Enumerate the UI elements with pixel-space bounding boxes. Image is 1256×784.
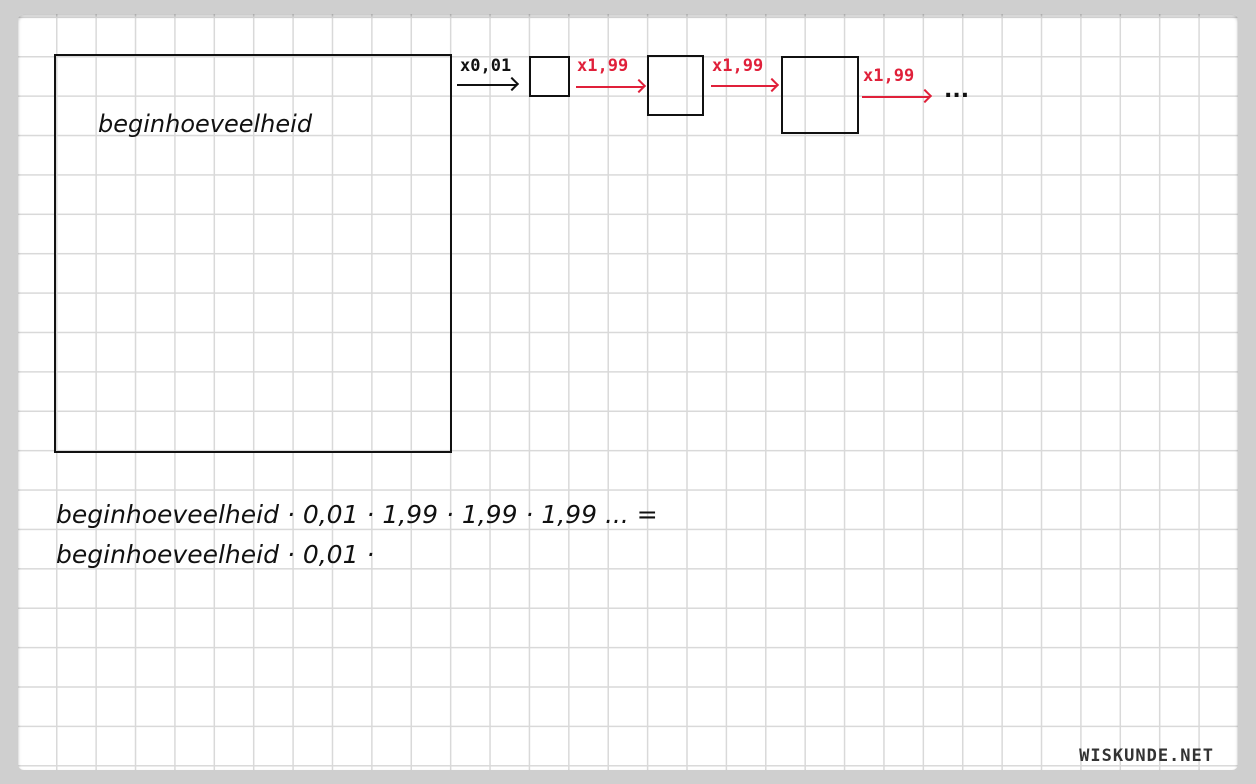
watermark-logo: WISKUNDE.NET [1079, 746, 1214, 766]
equation-line-1: beginhoeveelheid · 0,01 · 1,99 · 1,99 · … [56, 500, 658, 529]
growth-factor-label-1: x1,99 [577, 56, 629, 76]
square-3 [781, 56, 859, 134]
growth-factor-label-3: x1,99 [863, 66, 915, 86]
grid-board [18, 14, 1238, 770]
big-square-label: beginhoeveelheid [98, 110, 313, 138]
arrow-icon [576, 86, 644, 88]
equation-line-2: beginhoeveelheid · 0,01 · [56, 540, 375, 569]
big-square [54, 54, 452, 453]
growth-factor-label-2: x1,99 [712, 56, 764, 76]
first-factor-label: x0,01 [460, 56, 512, 76]
arrow-icon [457, 84, 517, 86]
small-square-1 [529, 56, 570, 97]
arrow-icon [711, 85, 777, 87]
square-2 [647, 55, 704, 116]
ellipsis: ... [944, 78, 970, 103]
arrow-icon [862, 96, 930, 98]
